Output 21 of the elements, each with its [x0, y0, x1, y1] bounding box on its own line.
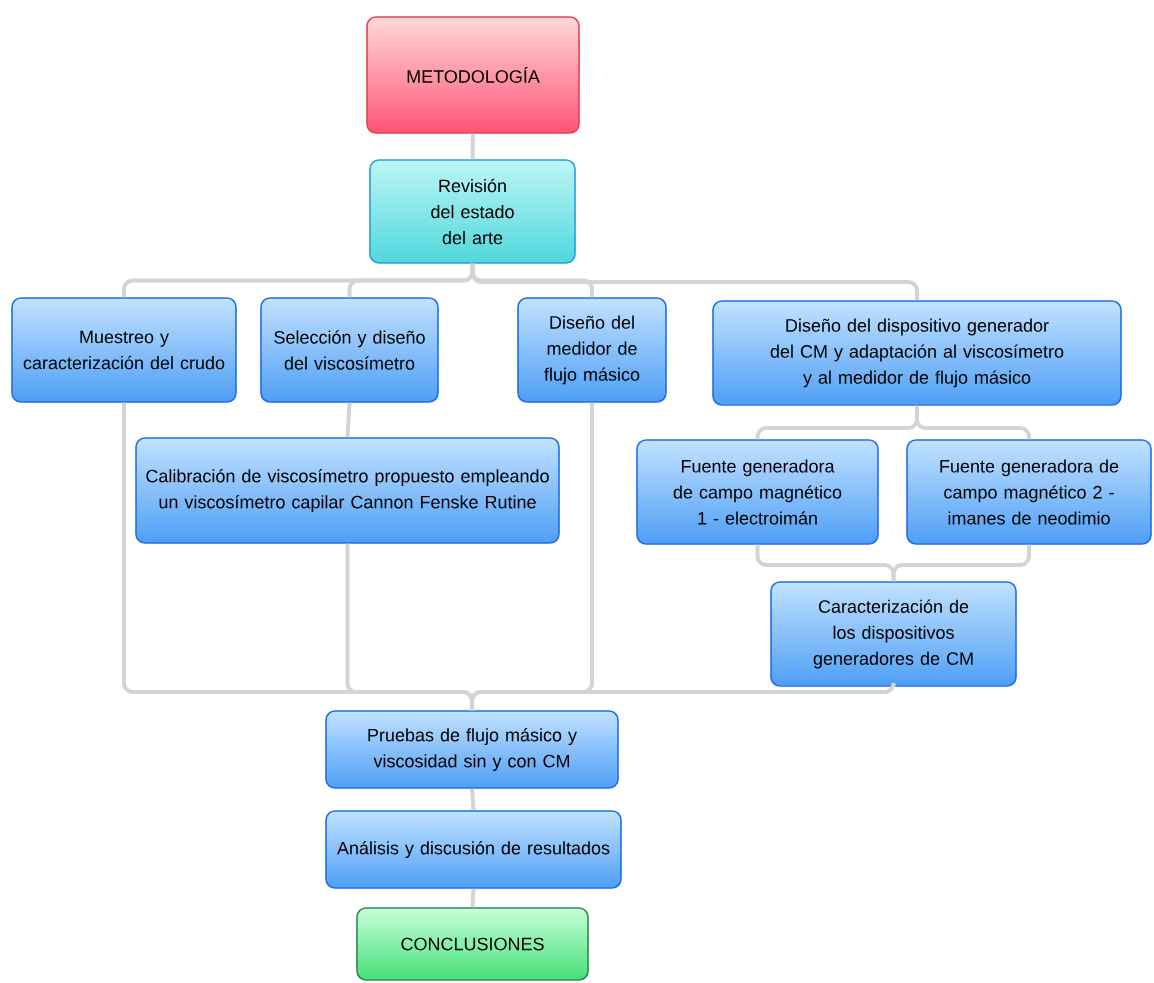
process-box: Selección y diseño del viscosímetro — [260, 297, 439, 403]
process-box: Muestreo y caracterización del crudo — [11, 297, 237, 403]
process-box: Diseño del medidor de flujo másico — [517, 297, 667, 403]
connector-line — [915, 405, 1031, 440]
title-box: METODOLOGÍA — [366, 16, 580, 134]
process-box: Análisis y discusión de resultados — [325, 810, 622, 889]
process-box: Fuente generadora de campo magnético 1 - electroimán — [636, 439, 879, 545]
connector-line — [470, 888, 476, 908]
connector-line — [470, 681, 896, 711]
connector-line — [470, 263, 919, 301]
process-box: Revisión del estado del arte — [369, 159, 576, 264]
process-box: Diseño del dispositivo generador del CM y adaptación al viscosímetro y al medidor de flujo másico — [712, 300, 1122, 406]
process-box: Caracterización de los dispositivos generadores de CM — [770, 581, 1017, 687]
connector-line — [470, 788, 476, 811]
end-box: CONCLUSIONES — [356, 907, 589, 981]
connector-line — [470, 133, 475, 160]
process-box: Pruebas de flujo másico y viscosidad sin y con CM — [325, 710, 619, 789]
process-box: Fuente generadora de campo magnético 2 - imanes de neodimio — [906, 439, 1152, 545]
process-box: Calibración de viscosímetro propuesto empleando un viscosímetro capilar Cannon Fenske Rutine — [135, 437, 560, 544]
connector-line — [891, 544, 1031, 582]
connector-line — [345, 402, 352, 438]
